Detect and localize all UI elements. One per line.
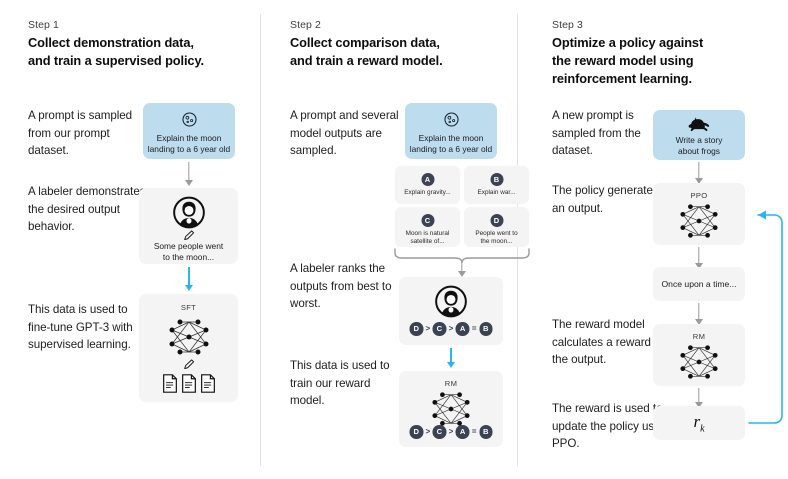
rm-rank-op-1: > (425, 427, 431, 437)
step-3-rm-box[interactable]: RM (653, 324, 745, 386)
step-3-narrative-3: The reward model calculates a reward for… (552, 318, 668, 366)
arrow-prompt-to-ppo (684, 162, 714, 184)
step-3-output-text: Once upon a time... (661, 279, 737, 289)
step-2-prompt-caption: Explain the moon landing to a 6 year old (409, 133, 493, 154)
step-1-column: Step 1 Collect demonstration data, and t… (0, 0, 262, 479)
rm-tag: RM (444, 379, 458, 388)
documents-icon (162, 374, 216, 393)
rank-op-3: = (471, 324, 477, 334)
option-badge-b: B (490, 173, 503, 186)
rm-rank-chip-3: A (455, 425, 470, 439)
step-3-output-box[interactable]: Once upon a time... (653, 267, 745, 301)
option-card-d[interactable]: D People went to the moon... (464, 207, 529, 247)
neural-net-icon (164, 316, 214, 363)
rm-rank-chip-4: B (479, 425, 493, 439)
step-1-sft-box[interactable]: SFT (139, 294, 238, 402)
frog-icon (653, 116, 745, 137)
rank-op-1: > (425, 324, 431, 334)
step-3-title: Optimize a policy against the reward mod… (552, 35, 704, 86)
option-badge-a: A (421, 173, 434, 186)
step-2-column: Step 2 Collect comparison data, and trai… (262, 0, 530, 479)
arrow-rm-to-reward (684, 388, 714, 408)
step-2-ranking-box[interactable]: D > C > A = B (399, 277, 503, 345)
step-1-narrative-2: A labeler demonstrates the desired outpu… (28, 185, 146, 233)
option-badge-d: D (490, 214, 503, 227)
step-3-label: Step 3 (552, 19, 583, 31)
arrow-labeler-to-sft (172, 267, 206, 291)
arrow-ranking-to-rm (436, 348, 466, 368)
step-1-narrative-1: A prompt is sampled from our prompt data… (28, 109, 133, 157)
option-card-b[interactable]: B Explain war... (464, 166, 529, 204)
option-badge-c: C (421, 214, 434, 227)
rank-chip-4: B (479, 322, 493, 336)
moon-icon (143, 111, 235, 133)
reward-r: r (693, 412, 701, 431)
arrow-ppo-to-output (684, 247, 714, 269)
rm-rank-chip-2: C (432, 425, 447, 439)
neural-net-icon (427, 389, 475, 434)
reward-symbol: rk (653, 412, 745, 434)
step-1-labeler-caption: Some people went to the moon... (153, 241, 224, 262)
step-2-prompt-box[interactable]: Explain the moon landing to a 6 year old (405, 103, 497, 159)
step-3-narrative-4: The reward is used to update the policy … (552, 402, 670, 450)
rank-chip-3: A (455, 322, 470, 336)
option-card-a[interactable]: A Explain gravity... (395, 166, 460, 204)
step-2-narrative-3: This data is used to train our reward mo… (290, 359, 390, 407)
step-2-narrative-1: A prompt and several model outputs are s… (290, 109, 399, 157)
rm-rank-op-2: > (448, 427, 454, 437)
step-3-ppo-box[interactable]: PPO (653, 183, 745, 245)
step-2-narrative-2: A labeler ranks the outputs from best to… (290, 262, 392, 310)
rank-op-2: > (448, 324, 454, 334)
step-2-label: Step 2 (290, 19, 321, 31)
column-divider-1 (260, 14, 261, 466)
rank-chip-1: D (409, 322, 423, 336)
option-text-b: Explain war... (477, 189, 516, 196)
step-1-prompt-box[interactable]: Explain the moon landing to a 6 year old (143, 103, 235, 159)
pencil-icon (182, 358, 195, 376)
step-1-label: Step 1 (28, 19, 59, 31)
rm-rank-op-3: = (471, 427, 477, 437)
step-3-narrative-2: The policy generates an output. (552, 184, 659, 215)
option-text-c: Moon is natural satellite of... (405, 230, 450, 246)
ppo-tag: PPO (690, 191, 708, 200)
ppo-feedback-loop (742, 205, 788, 425)
arrow-output-to-rm (684, 303, 714, 325)
step-1-prompt-caption: Explain the moon landing to a 6 year old (147, 133, 231, 154)
option-text-d: People went to the moon... (475, 230, 518, 246)
pencil-icon (182, 229, 195, 247)
step-3-rm-tag: RM (692, 332, 706, 341)
arrow-prompt-to-labeler (172, 162, 206, 186)
step-3-narrative-1: A new prompt is sampled from the dataset… (552, 109, 641, 157)
neural-net-icon (675, 342, 723, 387)
rank-chip-2: C (432, 322, 447, 336)
neural-net-icon (675, 201, 723, 246)
sft-tag: SFT (180, 303, 197, 312)
option-card-c[interactable]: C Moon is natural satellite of... (395, 207, 460, 247)
step-2-rm-box[interactable]: RM (399, 371, 503, 447)
step-3-reward-box[interactable]: rk (653, 406, 745, 440)
step-1-narrative-3: This data is used to fine-tune GPT-3 wit… (28, 303, 133, 351)
ranking-row: D > C > A = B (409, 322, 493, 336)
labeler-icon (435, 285, 468, 323)
reward-k: k (700, 423, 705, 435)
step-1-labeler-box[interactable]: Some people went to the moon... (139, 188, 238, 264)
step-3-prompt-box[interactable]: Write a story about frogs (653, 110, 745, 160)
option-text-a: Explain gravity... (404, 189, 451, 196)
step-2-title: Collect comparison data, and train a rew… (290, 35, 443, 68)
arrow-options-to-ranking (447, 261, 477, 277)
step-1-title: Collect demonstration data, and train a … (28, 35, 204, 68)
labeler-icon (172, 196, 205, 234)
rm-rank-chip-1: D (409, 425, 423, 439)
rm-ranking-row: D > C > A = B (409, 425, 493, 439)
moon-icon (405, 111, 497, 133)
step-3-column: Step 3 Optimize a policy against the rew… (524, 0, 786, 479)
step-3-prompt-caption: Write a story about frogs (675, 135, 723, 156)
